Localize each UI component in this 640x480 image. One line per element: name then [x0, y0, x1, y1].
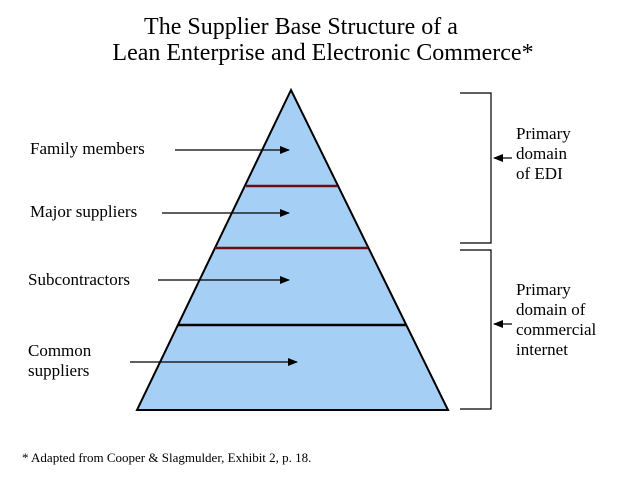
label-family-members: Family members [30, 139, 145, 158]
bracket-edi [460, 92, 492, 244]
label-common-suppliers-line-2: suppliers [28, 361, 90, 380]
label-common-suppliers-line-1: Common [28, 341, 92, 360]
internet-domain-line-2: domain of [516, 300, 586, 319]
title-line-2: Lean Enterprise and Electronic Commerce* [112, 40, 534, 66]
bracket-internet [460, 249, 492, 410]
internet-domain-line-4: internet [516, 340, 568, 359]
internet-domain-line-1: Primary [516, 280, 571, 299]
pyramid-shape [135, 87, 450, 411]
edi-domain-line-2: domain [516, 144, 567, 163]
edi-domain-line-1: Primary [516, 124, 571, 143]
edi-domain-line-3: of EDI [516, 164, 563, 183]
internet-domain-line-3: commercial [516, 320, 597, 339]
label-subcontractors: Subcontractors [28, 270, 130, 289]
footnote: * Adapted from Cooper & Slagmulder, Exhi… [22, 450, 312, 465]
label-major-suppliers: Major suppliers [30, 202, 138, 221]
title-line-1: The Supplier Base Structure of a [144, 14, 458, 40]
